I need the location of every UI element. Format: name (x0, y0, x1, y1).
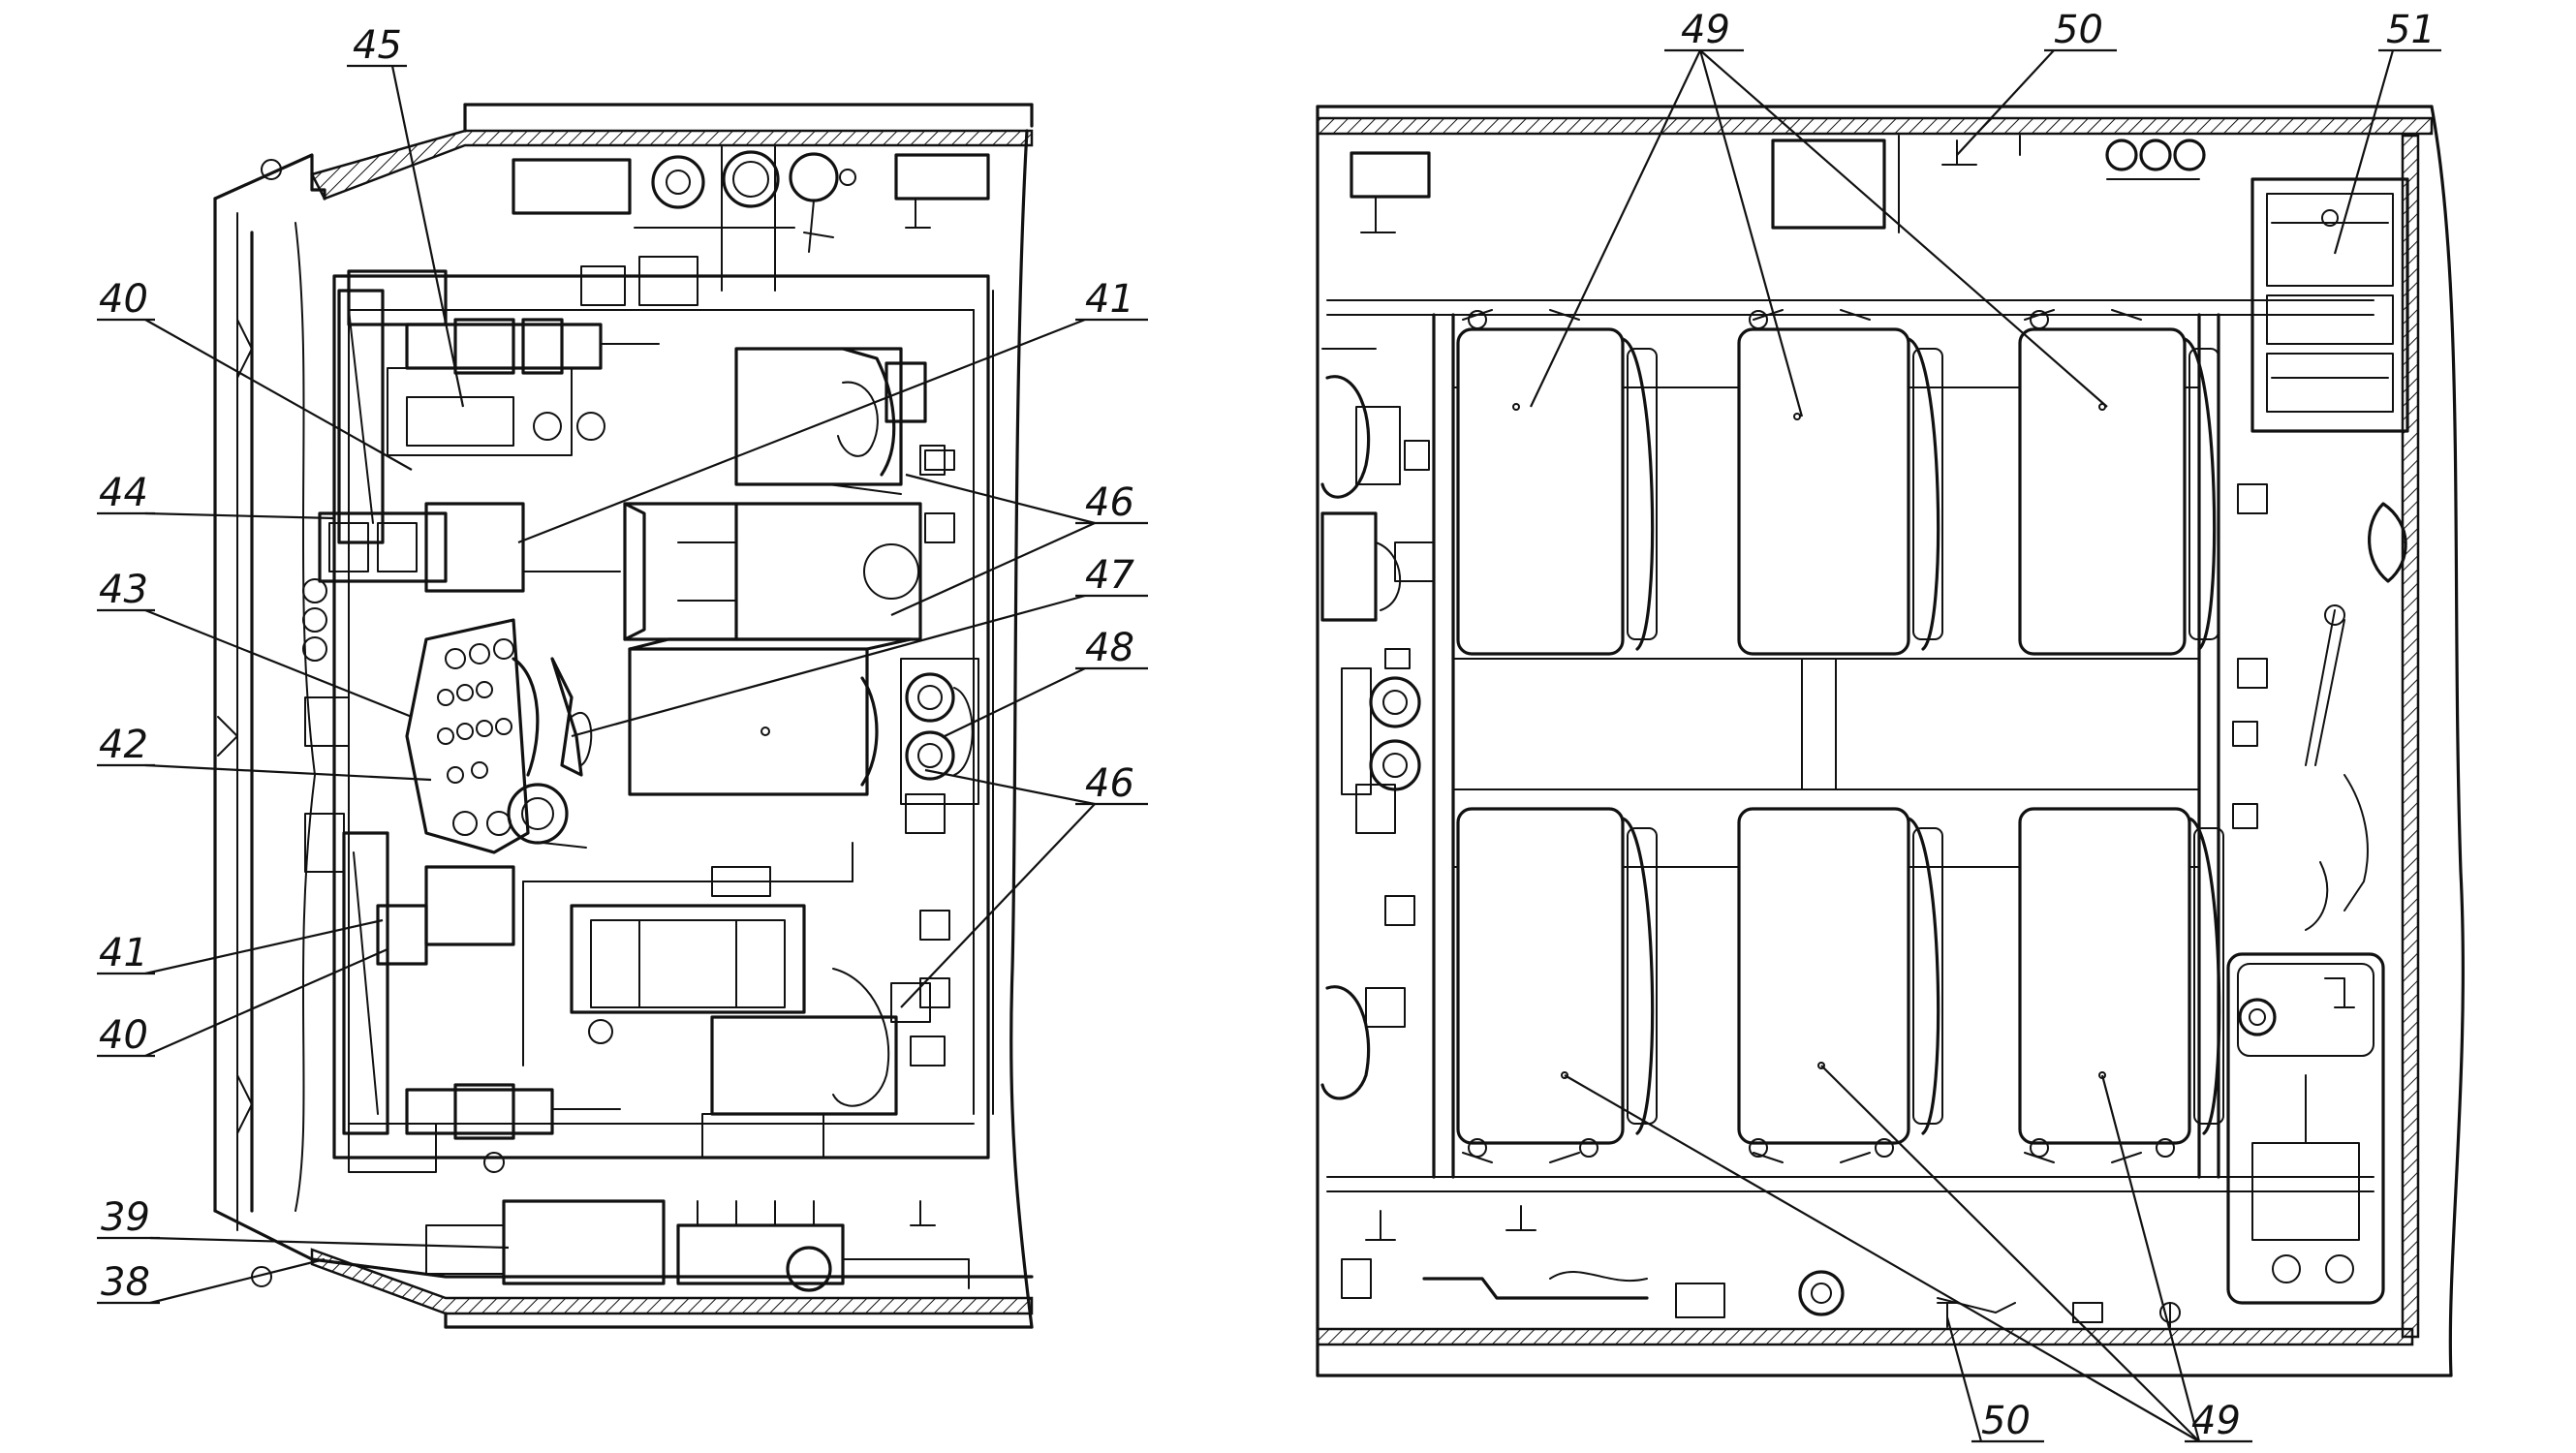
left-top-instruments (512, 144, 990, 306)
callout-46-lower: 46 (1085, 761, 1134, 806)
left-misc-fixtures (251, 159, 955, 1287)
fuel-tank-1 (1456, 327, 1658, 656)
left-lower-actuator (348, 1083, 824, 1173)
right-compartment-view (1316, 105, 2465, 1377)
left-item-41-box-lower (376, 865, 515, 966)
callout-45: 45 (353, 23, 402, 68)
callout-leader-lines (97, 48, 2441, 1443)
left-cabinet-47 (628, 637, 913, 796)
right-left-side-mechanisms (1320, 375, 1435, 1100)
callout-46-upper: 46 (1085, 480, 1134, 525)
left-compartment-view (213, 103, 1034, 1329)
left-upper-actuator (347, 269, 660, 456)
left-lower-tank (710, 968, 946, 1116)
fuel-tank-5 (1737, 807, 1943, 1145)
callout-49-upper: 49 (1681, 8, 1730, 52)
callout-38: 38 (101, 1260, 150, 1305)
right-top-fixtures (1350, 135, 2206, 233)
left-inner-frame (332, 274, 990, 1159)
callout-44: 44 (99, 471, 148, 515)
right-bottom-fixtures (1341, 1205, 2181, 1328)
callout-40-upper: 40 (99, 277, 148, 322)
fuel-tank-2 (1737, 327, 1943, 656)
right-hull-outline (1316, 105, 2465, 1377)
callout-39: 39 (101, 1195, 150, 1240)
callout-40-lower: 40 (99, 1013, 148, 1058)
callout-41-lower: 41 (99, 931, 148, 975)
left-valve-cluster-48 (900, 658, 979, 834)
right-tank-clamps (1462, 309, 2175, 1163)
callout-41-upper: 41 (1085, 277, 1134, 322)
right-cabinet-51 (2250, 177, 2409, 433)
left-battery-block (623, 502, 922, 641)
callout-51: 51 (2386, 8, 2436, 52)
left-mount-rails (217, 289, 389, 1135)
fuel-tank-3 (2018, 327, 2219, 656)
callout-43: 43 (99, 568, 148, 612)
callout-48: 48 (1085, 626, 1134, 670)
right-side-mechanisms (2232, 483, 2407, 931)
left-upper-tank (734, 347, 946, 495)
callout-50-lower: 50 (1981, 1399, 2031, 1443)
left-lower-battery (570, 866, 806, 1044)
left-hull-outline (213, 103, 1034, 1329)
callout-49-lower: 49 (2191, 1399, 2241, 1443)
left-item-44-unit (318, 502, 525, 593)
callout-47: 47 (1085, 553, 1134, 598)
callout-labels: 45 40 44 43 42 41 40 39 38 41 46 47 48 4… (99, 8, 2436, 1443)
right-lower-tank-assembly (2226, 952, 2385, 1305)
callout-50-upper: 50 (2054, 8, 2103, 52)
callout-42: 42 (99, 723, 148, 767)
fuel-tank-4 (1456, 807, 1658, 1145)
fuel-tank-6 (2018, 807, 2224, 1145)
left-control-panel (405, 618, 593, 854)
left-bottom-devices (425, 1199, 970, 1292)
